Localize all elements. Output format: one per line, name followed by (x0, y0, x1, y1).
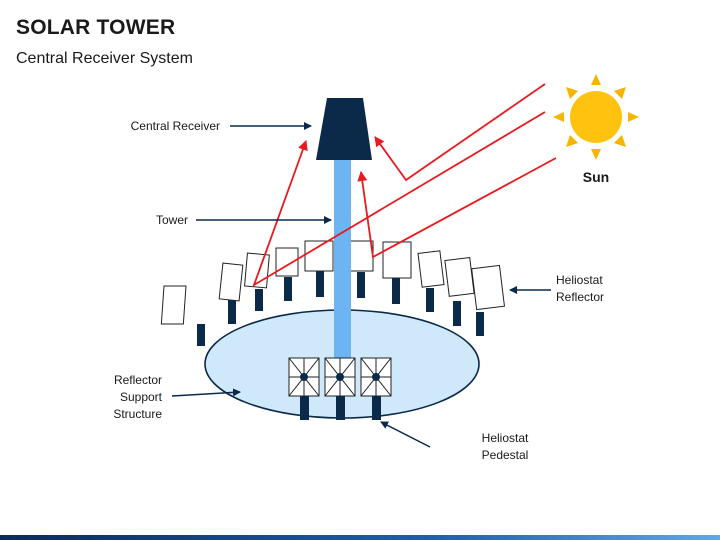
page-subtitle: Central Receiver System (16, 50, 193, 67)
label-central-receiver: Central Receiver (130, 119, 220, 133)
light-ray (252, 111, 546, 288)
label-line: Heliostat (556, 273, 603, 287)
back-heliostats (160, 240, 506, 346)
heliostat (417, 250, 445, 312)
label-sun: Sun (582, 169, 610, 185)
label-line: Heliostat (481, 431, 529, 445)
heliostat-front (360, 357, 392, 420)
heliostat (304, 240, 334, 297)
label-heliostat-pedestal: Heliostat Pedestal (470, 430, 540, 464)
heliostat (244, 252, 270, 311)
bottom-accent-bar (0, 535, 720, 540)
pointer-arrow (171, 388, 241, 397)
heliostat (218, 262, 244, 324)
heliostat (160, 285, 205, 346)
page-title: SOLAR TOWER (16, 16, 176, 39)
label-reflector-support-structure: Reflector Support Structure (96, 372, 162, 423)
label-line: Pedestal (481, 448, 529, 462)
heliostat (471, 264, 506, 336)
label-tower: Tower (155, 213, 188, 227)
light-ray (357, 157, 557, 259)
front-heliostats (288, 357, 392, 420)
heliostat (382, 241, 412, 304)
heliostat (347, 240, 374, 298)
heliostat-front (288, 357, 320, 420)
label-line: Structure (113, 407, 162, 421)
label-line: Reflector (556, 290, 605, 304)
central-receiver (316, 98, 372, 160)
label-line: Reflector (113, 373, 162, 387)
heliostat (275, 247, 299, 301)
sun-rays-light-paths (252, 83, 557, 288)
light-ray (374, 83, 546, 182)
label-heliostat-reflector: Heliostat Reflector (556, 272, 604, 306)
label-line: Support (119, 390, 162, 404)
sun-icon (553, 74, 639, 160)
heliostat (444, 256, 475, 326)
pointer-arrow (380, 421, 431, 448)
heliostat-front (324, 357, 356, 420)
tower-shaft (334, 158, 351, 360)
